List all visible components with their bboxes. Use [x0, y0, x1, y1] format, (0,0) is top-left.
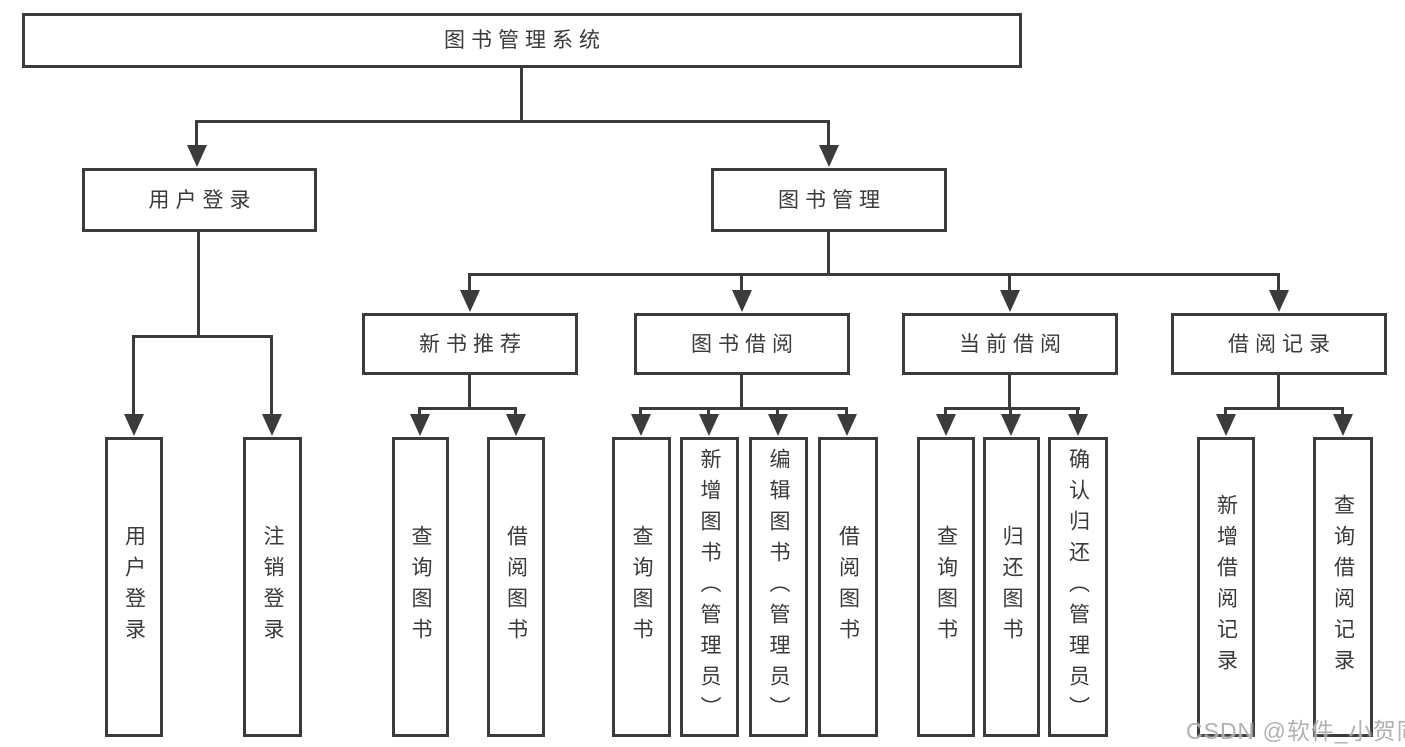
arrow-to-leaf-logout — [270, 335, 273, 415]
node-leaf-query-books-recommend: 查询图书 — [392, 437, 449, 737]
connector-current-split — [944, 407, 1080, 410]
node-new-book-recommend: 新书推荐 — [362, 313, 578, 375]
node-leaf-query-borrow-record: 查询借阅记录 — [1313, 437, 1373, 737]
node-leaf-query-books-borrow: 查询图书 — [612, 437, 671, 737]
connector-user-login-split — [132, 335, 273, 338]
arrow-to-query-books-recommend — [418, 407, 421, 415]
connector-recommend-split — [418, 407, 517, 410]
arrow-to-leaf-user-login — [132, 335, 135, 415]
node-current-borrow: 当前借阅 — [902, 313, 1118, 375]
connector-root-split — [195, 120, 830, 123]
arrow-to-new-book-recommend — [468, 273, 471, 291]
connector-records-split — [1224, 407, 1344, 410]
arrow-to-book-management — [827, 120, 830, 146]
arrow-to-add-borrow-record — [1224, 407, 1227, 415]
node-leaf-borrow-books: 借阅图书 — [818, 437, 878, 737]
arrow-to-current-borrow — [1008, 273, 1011, 291]
node-leaf-query-books-current: 查询图书 — [917, 437, 975, 737]
node-book-borrow: 图书借阅 — [634, 313, 850, 375]
node-leaf-confirm-return-admin: 确认归还（管理员） — [1048, 437, 1108, 737]
csdn-watermark: CSDN @软件_小贺同学 — [1186, 718, 1405, 744]
connector-root-stem — [520, 68, 523, 123]
connector-book-management-stem — [827, 232, 830, 276]
arrow-to-confirm-return-admin — [1076, 407, 1079, 415]
node-book-management: 图书管理 — [711, 168, 947, 232]
arrow-to-add-books-admin — [707, 407, 710, 415]
node-leaf-logout: 注销登录 — [243, 437, 302, 737]
arrow-to-query-books-current — [944, 407, 947, 415]
connector-book-management-split — [468, 273, 1280, 276]
node-leaf-edit-books-admin: 编辑图书（管理员） — [749, 437, 808, 737]
arrow-to-book-borrow — [740, 273, 743, 291]
arrow-to-borrow-books-recommend — [514, 407, 517, 415]
connector-records-stem — [1277, 375, 1280, 410]
connector-user-login-stem — [197, 232, 200, 338]
node-root: 图书管理系统 — [22, 13, 1022, 68]
connector-borrow-split — [639, 407, 848, 410]
node-leaf-add-borrow-record: 新增借阅记录 — [1197, 437, 1255, 737]
arrow-to-query-borrow-record — [1341, 407, 1344, 415]
arrow-to-query-books-borrow — [639, 407, 642, 415]
arrow-to-edit-books-admin — [776, 407, 779, 415]
arrow-to-borrow-records — [1277, 273, 1280, 291]
node-leaf-borrow-books-recommend: 借阅图书 — [487, 437, 545, 737]
connector-current-stem — [1008, 375, 1011, 410]
arrow-to-return-books — [1009, 407, 1012, 415]
node-borrow-records: 借阅记录 — [1171, 313, 1387, 375]
arrow-to-borrow-books — [845, 407, 848, 415]
node-leaf-return-books: 归还图书 — [983, 437, 1040, 737]
connector-borrow-stem — [740, 375, 743, 410]
node-leaf-user-login: 用户登录 — [105, 437, 163, 737]
arrow-to-user-login — [195, 120, 198, 146]
node-user-login: 用户登录 — [82, 168, 317, 232]
connector-recommend-stem — [468, 375, 471, 410]
node-leaf-add-books-admin: 新增图书（管理员） — [680, 437, 739, 737]
